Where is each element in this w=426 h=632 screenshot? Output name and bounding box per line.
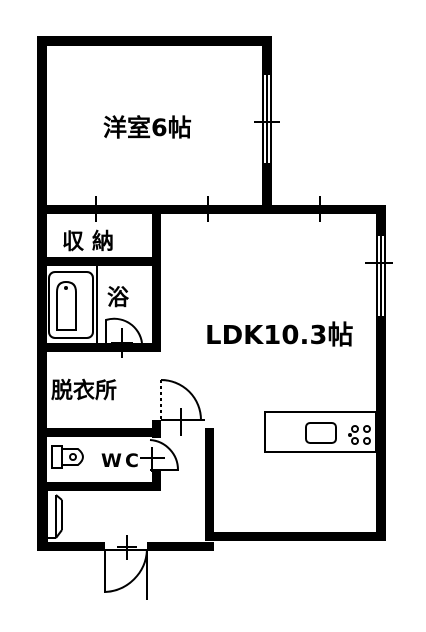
room-label-wc: WC: [101, 450, 142, 472]
sink: [305, 422, 337, 444]
wall-left: [37, 36, 47, 551]
wall-western-bottom: [37, 205, 162, 214]
wall-storage-bottom: [37, 257, 161, 266]
wall-ldk-right-upper: [376, 205, 386, 235]
wall-divider-lower: [152, 470, 161, 490]
room-label-bath: 浴: [107, 286, 130, 311]
room-label-dressing: 脱衣所: [51, 378, 117, 404]
toilet-tank: [51, 445, 63, 469]
bath-door: [105, 317, 143, 344]
kitchen-counter: [264, 411, 377, 453]
bathtub: [48, 271, 94, 339]
stove-burner: [351, 425, 359, 433]
wall-bath-bottom: [37, 343, 161, 352]
wall-western-right-lower: [262, 164, 272, 212]
wall-western-right-upper: [262, 36, 272, 74]
wall-top: [37, 36, 272, 46]
dressing-door-arc: [160, 379, 202, 421]
wall-dressing-bottom: [37, 428, 161, 437]
wall-divider-upper: [152, 205, 161, 343]
wall-ldk-right-lower: [376, 317, 386, 541]
room-label-storage: 収納: [62, 229, 122, 255]
room-label-ldk: LDK10.3帖: [205, 321, 353, 351]
wall-corridor-right: [205, 428, 214, 541]
wall-ldk-top: [152, 205, 386, 214]
room-label-western: 洋室6帖: [103, 114, 192, 142]
wc-door: [149, 439, 180, 471]
entrance-door: [104, 549, 148, 594]
wall-bottom-left: [37, 542, 105, 551]
toilet-bowl: [61, 448, 84, 466]
wall-bottom-right: [147, 542, 214, 551]
wall-wc-bottom: [37, 482, 161, 491]
wall-ldk-bottom: [205, 532, 386, 541]
